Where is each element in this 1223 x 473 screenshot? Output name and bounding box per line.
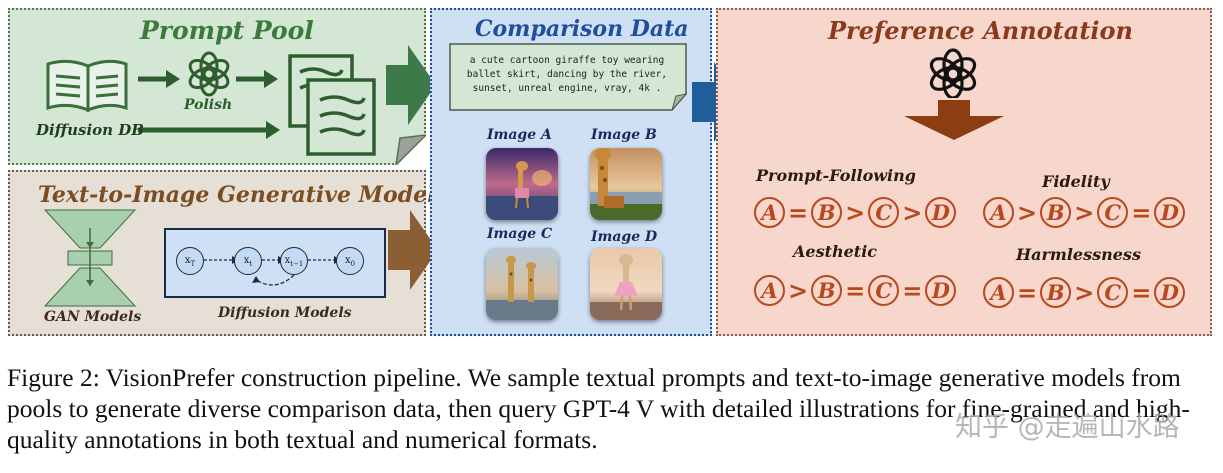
diffusion-db-label: Diffusion DB bbox=[36, 121, 144, 139]
tti-models-title: Text-to-Image Generative Models bbox=[38, 182, 448, 208]
tti-models-output-arrow bbox=[388, 210, 438, 290]
diffusion-node-xt-1: xt−1 bbox=[280, 247, 308, 275]
book-icon bbox=[46, 59, 128, 113]
criterion-label-fidelity: Fidelity bbox=[1042, 172, 1110, 191]
diffusion-node-xT: xT bbox=[176, 247, 204, 275]
gan-label: GAN Models bbox=[44, 309, 142, 325]
image-c bbox=[486, 248, 558, 320]
image-a-label: Image A bbox=[487, 127, 552, 143]
polish-label: Polish bbox=[184, 97, 233, 113]
image-a bbox=[486, 148, 558, 220]
diffusion-models-label: Diffusion Models bbox=[218, 305, 352, 321]
prompt-pool-graphics bbox=[46, 51, 426, 165]
formula-fidelity: A>B>C=D bbox=[983, 196, 1186, 228]
diffusion-node-x0: x0 bbox=[336, 247, 364, 275]
preference-panel bbox=[716, 8, 1212, 336]
down-arrow bbox=[904, 100, 1004, 140]
prompt-text: a cute cartoon giraffe toy wearing balle… bbox=[466, 55, 668, 94]
formula-aesthetic: A>B=C=D bbox=[754, 274, 957, 306]
formula-harmlessness: A=B>C=D bbox=[983, 276, 1186, 308]
criterion-label-prompt-following: Prompt-Following bbox=[756, 166, 916, 185]
prompt-card bbox=[449, 43, 688, 111]
prompt-pool-output-arrow bbox=[386, 45, 436, 125]
prompt-pool-title: Prompt Pool bbox=[140, 16, 314, 45]
documents-icon bbox=[288, 54, 376, 156]
openai-logo-icon bbox=[188, 51, 230, 97]
gan-icon bbox=[43, 209, 137, 307]
gpt-logo-icon bbox=[929, 48, 977, 98]
figure-caption: Figure 2: VisionPrefer construction pipe… bbox=[7, 363, 1190, 454]
watermark: 知乎 @走遍山水路 bbox=[955, 412, 1180, 443]
image-b bbox=[590, 148, 662, 220]
image-d bbox=[590, 248, 662, 320]
image-b-label: Image B bbox=[591, 127, 657, 143]
comparison-title: Comparison Data bbox=[475, 16, 689, 42]
criterion-label-harmlessness: Harmlessness bbox=[1016, 245, 1141, 264]
image-c-label: Image C bbox=[487, 226, 553, 242]
diffusion-node-xt: xt bbox=[234, 247, 262, 275]
image-d-label: Image D bbox=[591, 229, 658, 245]
flow-arrows bbox=[138, 70, 280, 139]
criterion-label-aesthetic: Aesthetic bbox=[793, 242, 878, 261]
formula-prompt-following: A=B>C>D bbox=[754, 196, 957, 228]
preference-title: Preference Annotation bbox=[828, 16, 1133, 45]
